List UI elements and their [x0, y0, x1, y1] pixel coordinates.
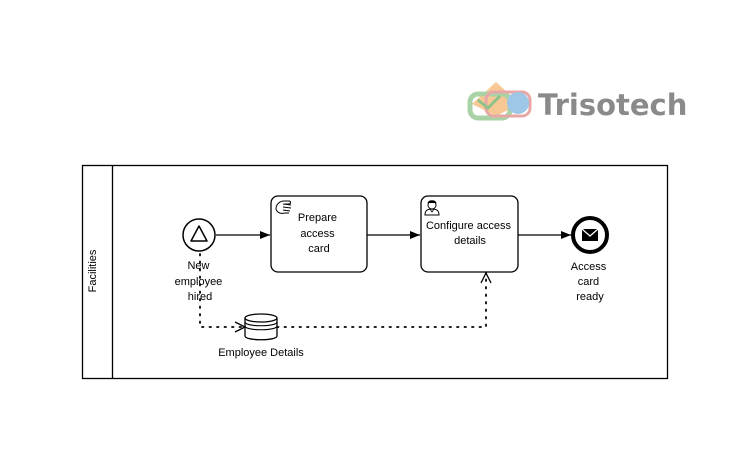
- envelope-icon: [581, 228, 599, 241]
- data-store-label: Employee Details: [218, 347, 304, 359]
- trisotech-logo: Trisotech: [467, 82, 687, 122]
- start-event[interactable]: [182, 218, 216, 252]
- end-event-label: Access card ready: [571, 261, 610, 303]
- task-prepare-label: Prepare access card: [298, 212, 340, 255]
- task-configure-access-details[interactable]: Configure access details: [420, 195, 519, 273]
- pool[interactable]: Facilities: [81, 164, 669, 380]
- user-icon: [424, 200, 440, 216]
- data-association-start-to-store[interactable]: [199, 253, 245, 327]
- brand-name: Trisotech: [538, 88, 687, 122]
- start-event-label: New employee hired: [175, 260, 226, 303]
- end-event[interactable]: [571, 216, 609, 254]
- trisotech-logo-mark-icon: [467, 82, 532, 121]
- hand-icon: [275, 200, 292, 214]
- task-configure-label: Configure access details: [426, 220, 514, 247]
- data-association-store-to-configure[interactable]: [276, 273, 486, 328]
- task-prepare-access-card[interactable]: Prepare access card: [270, 195, 368, 273]
- signal-triangle-icon: [190, 225, 208, 242]
- data-store[interactable]: [244, 313, 278, 341]
- lane-label: Facilities: [87, 249, 99, 292]
